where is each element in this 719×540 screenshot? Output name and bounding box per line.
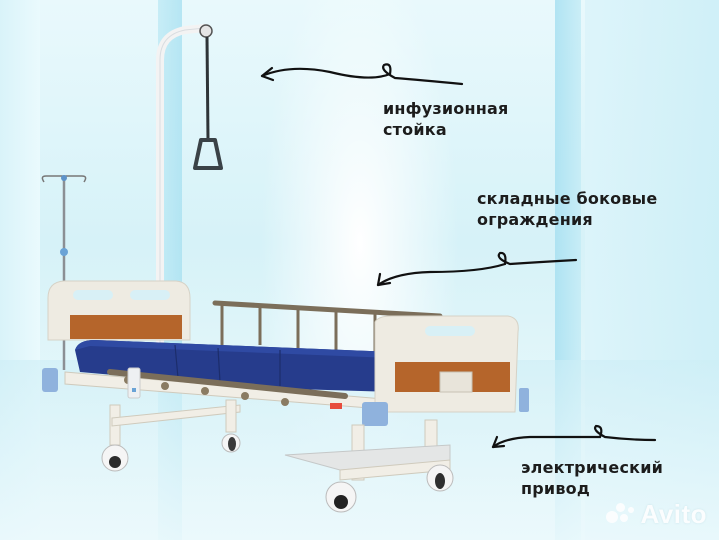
callout-line: инфузионная: [383, 99, 509, 118]
callout-electric-drive: электрический привод: [521, 457, 663, 499]
callout-side-rails: складные боковые ограждения: [477, 188, 657, 230]
arrow-infusion: [260, 63, 464, 86]
callout-line: складные боковые: [477, 189, 658, 208]
avito-watermark: Avito: [606, 499, 707, 530]
avito-logo-icon: [606, 502, 636, 527]
arrow-electric-drive: [491, 424, 657, 449]
callout-line: ограждения: [477, 210, 593, 229]
avito-wordmark: Avito: [640, 499, 707, 529]
callout-infusion-stand: инфузионная стойка: [383, 98, 508, 140]
callout-line: стойка: [383, 120, 447, 139]
callout-line: привод: [521, 479, 590, 498]
callout-line: электрический: [521, 458, 664, 477]
arrow-side-rails: [376, 251, 578, 287]
